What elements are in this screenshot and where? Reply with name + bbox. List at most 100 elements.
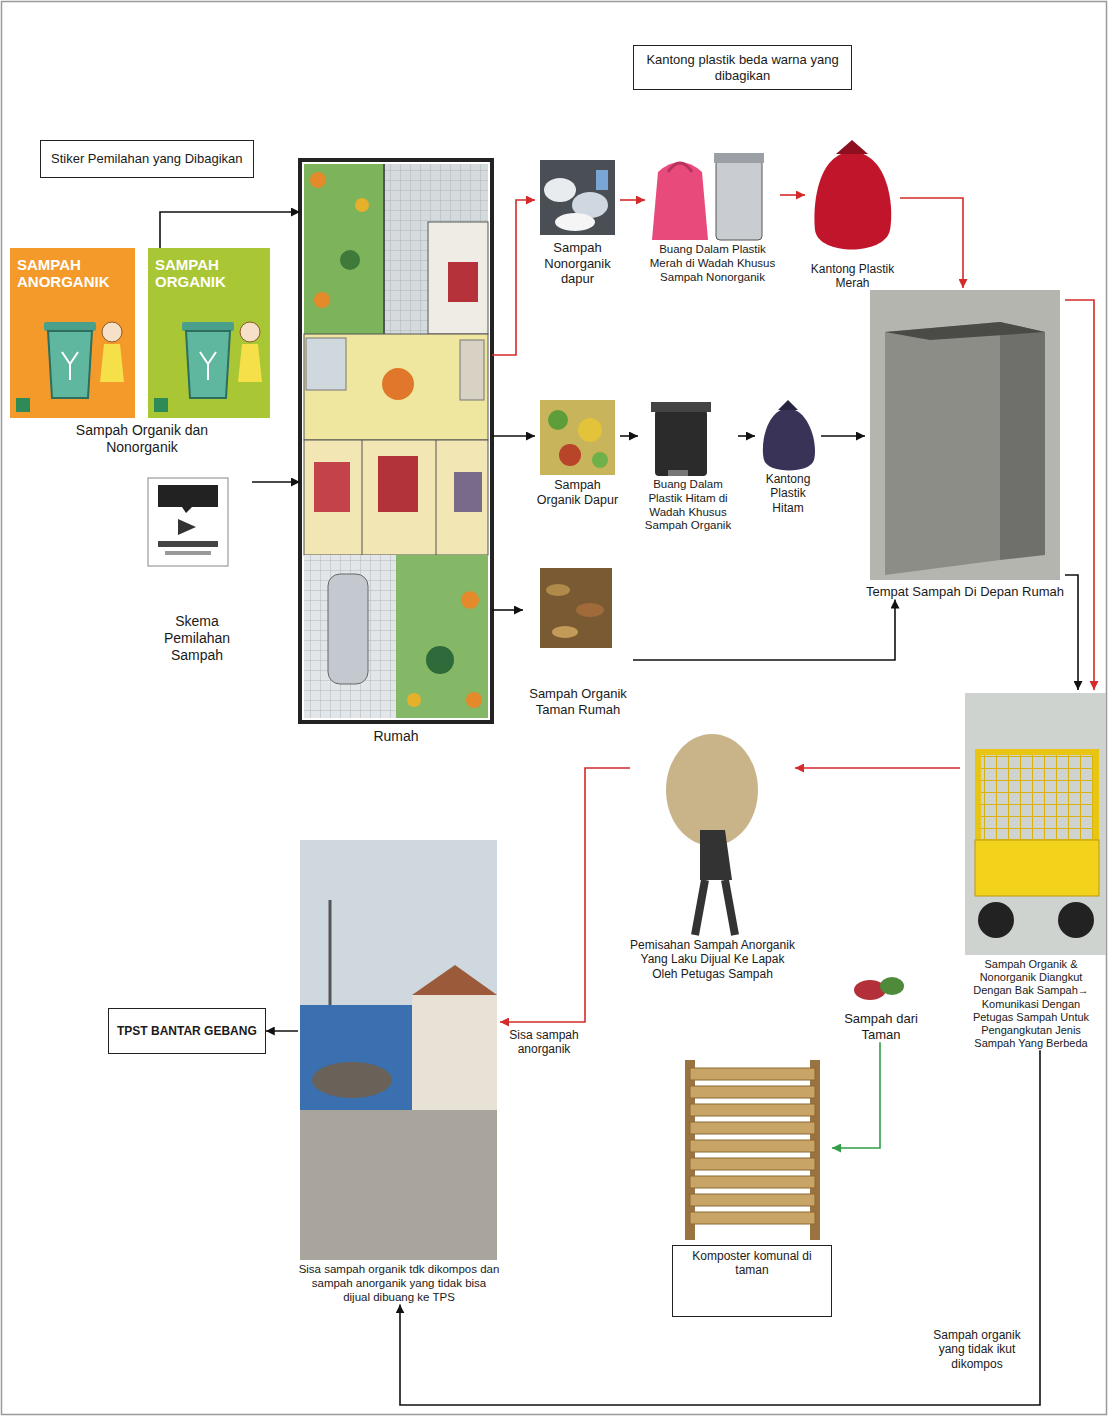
picture-space [300, 160, 492, 728]
picture-node: Skema Pemilahan Sampah [142, 478, 252, 663]
node-text: Rumah [300, 728, 492, 745]
scheme-sticker [148, 478, 228, 566]
front-bin-photo [870, 290, 1060, 580]
flow-arrow [160, 212, 300, 248]
composter-photo [690, 1104, 815, 1116]
sticker-organik [200, 352, 216, 380]
flow-arrow [821, 435, 865, 437]
sticker: SAMPAH ANORGANIK [10, 248, 135, 418]
picture-space [805, 140, 900, 262]
composter-photo [690, 1158, 815, 1170]
garden-waste-photo [552, 626, 578, 638]
picture-node: Komposter komunal di taman [672, 1055, 832, 1317]
sticker-organik [182, 322, 234, 331]
flow-arrow [400, 1050, 1040, 1405]
nonorganic-waste-photo [544, 178, 576, 202]
house-plan [460, 340, 484, 400]
house-plan [448, 262, 478, 302]
sticker-anorganik [16, 398, 30, 412]
picture-node: Sisa sampah organik tdk dikompos dan sam… [298, 838, 500, 1304]
sticker-anorganik [44, 322, 96, 331]
house-plan [300, 160, 492, 722]
flow-arrow [795, 767, 960, 769]
garden-waste-icon [854, 977, 904, 1000]
organic-waste-photo [540, 400, 615, 475]
flow-arrow [620, 435, 638, 437]
waste-cart-photo [965, 693, 1106, 955]
house-plan [466, 692, 482, 708]
composter-photo [690, 1086, 815, 1098]
garden-waste-photo [540, 568, 612, 648]
red-bag-and-bin [652, 162, 708, 240]
flow-arrow [1065, 300, 1094, 690]
node-text: Sampah Nonorganik dapur [535, 240, 620, 287]
house-plan [328, 574, 368, 684]
sticker: SAMPAH ORGANIK [148, 248, 270, 418]
porter-figure [695, 880, 735, 935]
black-plastic-bag [763, 400, 815, 471]
note-box: Kantong plastik beda warna yang dibagika… [633, 45, 852, 90]
tps-photo [300, 1005, 412, 1110]
garden-waste-photo [540, 568, 612, 648]
node-text: Tempat Sampah Di Depan Rumah [865, 584, 1065, 600]
house-plan [304, 555, 396, 718]
edge-label: Sampah organik yang tidak ikut dikompos [922, 1328, 1032, 1371]
sticker-title: SAMPAH ORGANIK [155, 256, 263, 291]
red-bag-and-bin [716, 160, 762, 240]
organic-waste-photo [540, 400, 615, 475]
tps-photo [412, 995, 497, 1110]
picture-space [535, 400, 620, 478]
composter-photo [690, 1068, 815, 1080]
nonorganic-waste-photo [540, 160, 615, 235]
house-plan [304, 440, 488, 555]
terminal-box: TPST BANTAR GEBANG [108, 1008, 266, 1054]
node-text: Stiker Pemilahan yang Dibagikan [51, 151, 243, 167]
flow-arrow [500, 768, 630, 1022]
waste-cart-photo [978, 752, 1096, 842]
sticker-organik [238, 344, 262, 382]
house-plan [306, 338, 346, 390]
node-text: Sampah Organik & Nonorganik Diangkut Den… [963, 958, 1099, 1050]
node-text: Kantong Plastik Hitam [755, 472, 821, 515]
node-text: Buang Dalam Plastik Merah di Wadah Khusu… [645, 243, 780, 284]
sticker-anorganik [10, 248, 135, 418]
waste-cart-photo [975, 840, 1099, 896]
picture-node: Sampah Organik Dapur [535, 400, 620, 508]
picture-space [638, 398, 738, 478]
house-plan [304, 164, 384, 334]
picture-space [523, 566, 633, 686]
picture-node: Kantong Plastik Hitam [755, 398, 821, 515]
picture-node: Sampah dari Taman [840, 966, 922, 1042]
house-plan [310, 172, 326, 188]
scheme-sticker [158, 485, 218, 513]
nonorganic-waste-photo [555, 213, 595, 231]
picture-node: Kantong Plastik Merah [805, 140, 900, 291]
house-plan [407, 693, 421, 707]
porter-figure [666, 734, 758, 846]
scheme-sticker [165, 551, 211, 555]
house-plan [461, 591, 479, 609]
node-text: Kantong plastik beda warna yang dibagika… [640, 52, 845, 83]
porter-figure [700, 830, 732, 880]
garden-waste-icon [880, 977, 904, 995]
picture-node: Buang Dalam Plastik Hitam di Wadah Khusu… [638, 398, 738, 533]
waste-cart-photo [1058, 902, 1094, 938]
picture-space [298, 838, 500, 1263]
red-bag-and-bin [668, 163, 692, 172]
flow-arrow [266, 1030, 298, 1032]
picture-space [672, 1055, 832, 1245]
house-plan [314, 462, 350, 512]
sticker-organik [148, 248, 270, 418]
house-plan [362, 440, 363, 555]
house-plan [383, 164, 385, 334]
red-plastic-bag [814, 152, 891, 250]
tps-photo [300, 1110, 497, 1260]
house-plan [382, 368, 414, 400]
house-plan [454, 472, 482, 512]
flow-arrow [620, 199, 645, 201]
black-bin [668, 470, 688, 476]
sticker-anorganik [100, 344, 124, 382]
picture-node: Pemisahan Sampah Anorganik Yang Laku Dij… [630, 732, 795, 981]
red-bag-and-bin [714, 153, 764, 163]
